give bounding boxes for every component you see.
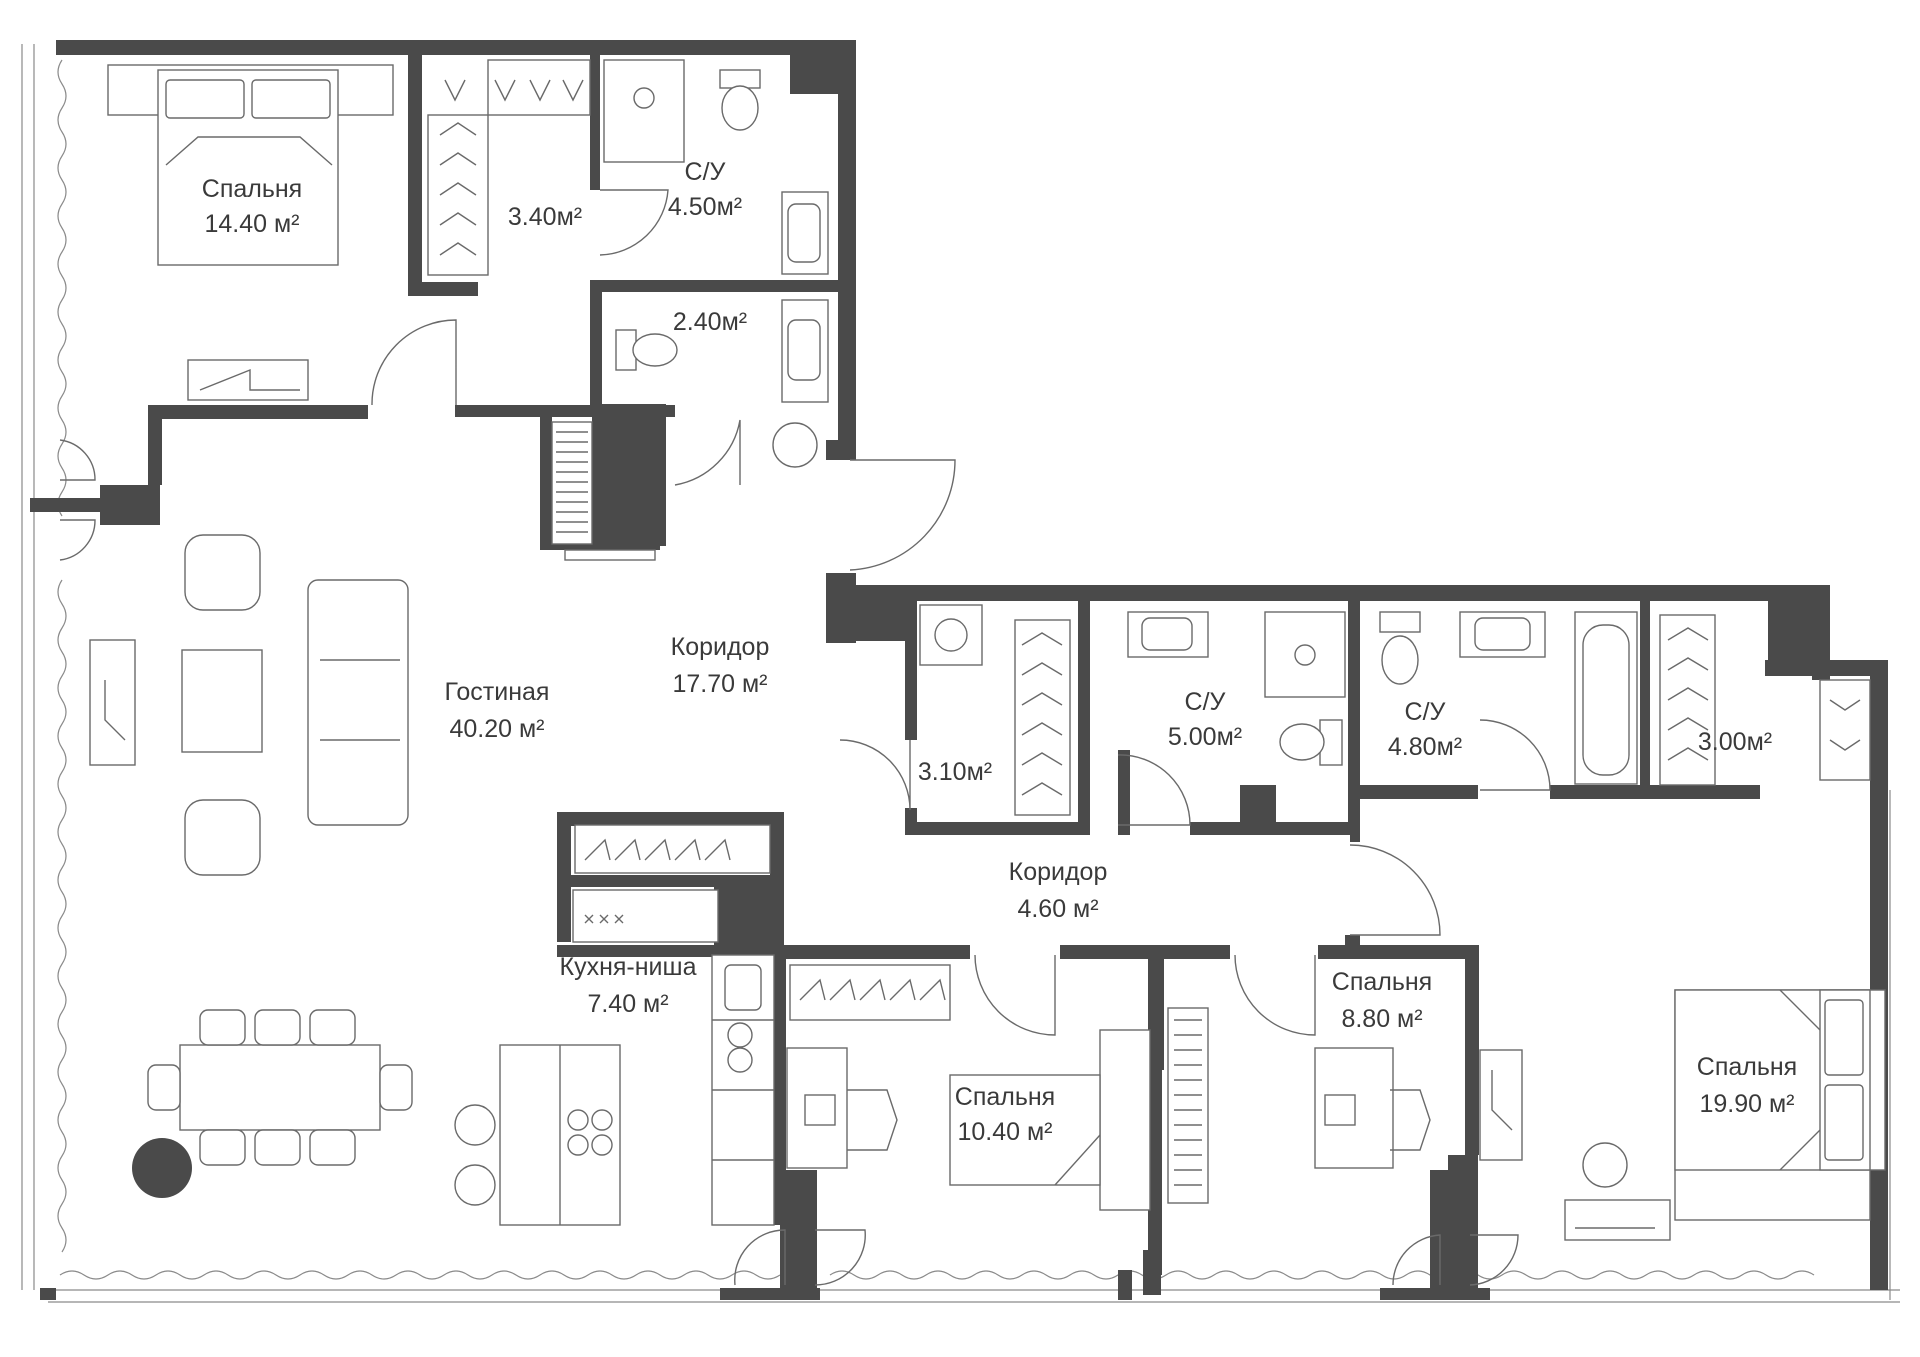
bed-icon bbox=[949, 1029, 1151, 1211]
glazing bbox=[21, 44, 1900, 1303]
toilet-icon bbox=[719, 69, 761, 131]
wardrobe-icon bbox=[1014, 619, 1071, 816]
room-area: 17.70 м² bbox=[672, 670, 767, 698]
bathtub-icon bbox=[1574, 611, 1638, 785]
kitchen-wardrobe-icon bbox=[572, 824, 771, 943]
pouf-icon bbox=[1582, 1142, 1628, 1188]
kitchen-island-icon bbox=[454, 1044, 621, 1226]
room-area: 19.90 м² bbox=[1699, 1090, 1794, 1118]
toilet-icon bbox=[1379, 611, 1421, 685]
bed-icon bbox=[1674, 989, 1886, 1221]
tv-stand-icon bbox=[89, 639, 136, 766]
walls bbox=[30, 40, 1888, 1300]
room-area: 3.40м² bbox=[508, 203, 582, 231]
room-area: 14.40 м² bbox=[204, 210, 299, 238]
dresser-icon bbox=[1564, 1199, 1671, 1241]
shoe-rack-icon bbox=[1167, 1007, 1209, 1204]
room-name: С/У bbox=[1185, 688, 1226, 716]
coffee-table-icon bbox=[181, 649, 263, 753]
room-name: Гостиная bbox=[445, 678, 550, 706]
washing-machine-icon bbox=[919, 604, 983, 666]
room-name: Коридор bbox=[1009, 858, 1108, 886]
room-area: 2.40м² bbox=[673, 308, 747, 336]
room-area: 4.50м² bbox=[668, 193, 742, 221]
wardrobe-icon bbox=[789, 964, 951, 1021]
sink-icon bbox=[1127, 611, 1209, 658]
room-area: 10.40 м² bbox=[957, 1118, 1052, 1146]
room-area: 5.00м² bbox=[1168, 723, 1242, 751]
wardrobe-icon bbox=[427, 59, 591, 276]
room-name: Спальня bbox=[955, 1083, 1055, 1111]
desk-icon bbox=[786, 1047, 898, 1169]
room-name: Спальня bbox=[202, 175, 302, 203]
room-area: 8.80 м² bbox=[1341, 1005, 1422, 1033]
room-area: 4.60 м² bbox=[1017, 895, 1098, 923]
desk-icon bbox=[1314, 1047, 1431, 1169]
toilet-icon bbox=[615, 329, 678, 371]
room-labels: Спальня 14.40 м² 3.40м² С/У 4.50м² 2.40м… bbox=[202, 158, 1797, 1146]
room-area: 4.80м² bbox=[1388, 733, 1462, 761]
room-name: Коридор bbox=[671, 633, 770, 661]
shoe-rack-icon bbox=[551, 421, 656, 561]
room-area: 40.20 м² bbox=[449, 715, 544, 743]
furniture bbox=[89, 59, 1886, 1241]
room-name: Кухня-ниша bbox=[560, 953, 697, 981]
doors bbox=[59, 189, 1551, 1286]
armchair-icon bbox=[184, 534, 261, 611]
bed-icon bbox=[107, 64, 394, 266]
sink-icon bbox=[781, 299, 829, 403]
room-name: Спальня bbox=[1697, 1053, 1797, 1081]
room-name: С/У bbox=[1405, 698, 1446, 726]
room-area: 3.00м² bbox=[1698, 728, 1772, 756]
sofa-icon bbox=[307, 579, 409, 826]
toilet-icon bbox=[1279, 719, 1343, 766]
sink-icon bbox=[1459, 611, 1546, 658]
plant-icon bbox=[132, 1138, 192, 1198]
dresser-icon bbox=[1479, 1049, 1523, 1161]
shower-icon bbox=[603, 59, 685, 163]
boiler-icon bbox=[772, 422, 818, 468]
dining-table-icon bbox=[147, 1009, 413, 1166]
dresser-icon bbox=[187, 359, 309, 401]
room-area: 3.10м² bbox=[918, 758, 992, 786]
sink-icon bbox=[781, 191, 829, 275]
room-name: Спальня bbox=[1332, 968, 1432, 996]
room-area: 7.40 м² bbox=[587, 990, 668, 1018]
shower-icon bbox=[1264, 611, 1346, 698]
kitchen-counter-icon bbox=[711, 954, 775, 1226]
armchair-icon bbox=[184, 799, 261, 876]
wardrobe-icon bbox=[1659, 614, 1871, 786]
room-name: С/У bbox=[685, 158, 726, 186]
